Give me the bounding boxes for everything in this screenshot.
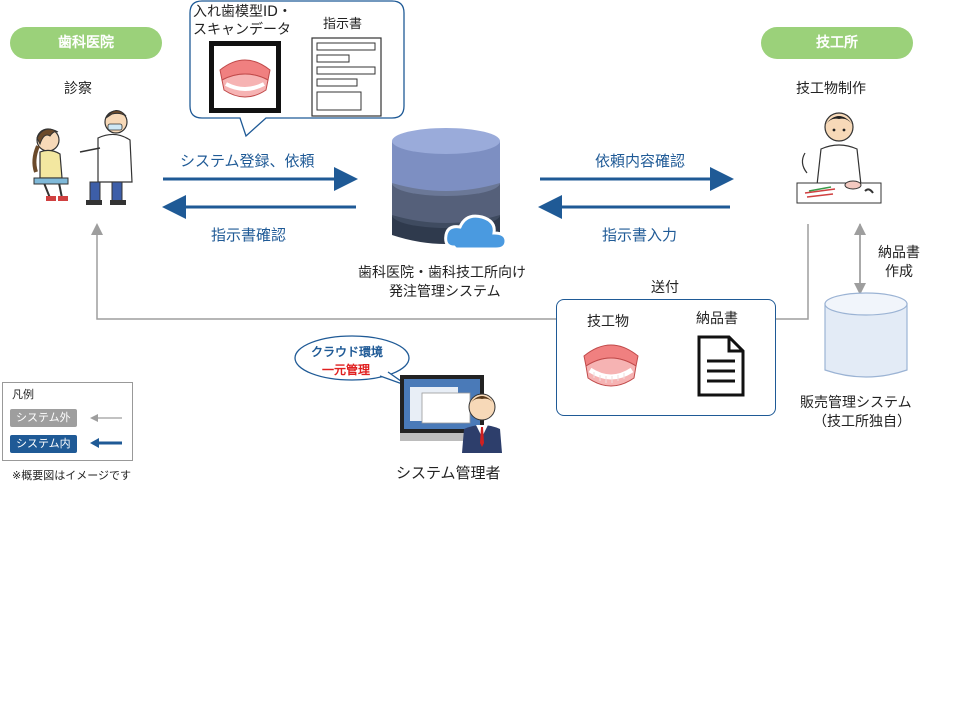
cloud-icon xyxy=(444,214,508,251)
sales-system-line2: （技工所独自） xyxy=(813,414,911,430)
cloud-callout-bubble xyxy=(294,335,410,387)
label-check-instruction: 指示書確認 xyxy=(211,226,287,244)
dentist-illustration xyxy=(32,110,133,205)
invoice-creation-line2: 作成 xyxy=(885,264,913,280)
legend-note: ※概要図はイメージです xyxy=(12,469,131,482)
cloud-env-label: クラウド環境 xyxy=(311,345,384,359)
database-icon xyxy=(392,128,508,251)
legend-outside-tag: システム外 xyxy=(10,409,77,427)
label-input-instruction: 指示書入力 xyxy=(602,226,678,244)
legend-inside-arrow xyxy=(90,438,122,448)
sales-database-icon xyxy=(824,292,908,378)
technician-illustration xyxy=(796,112,882,204)
invoice-label: 納品書 xyxy=(696,311,738,327)
invoice-creation-line1: 納品書 xyxy=(878,245,920,261)
clinic-pill: 歯科医院 xyxy=(10,27,162,59)
admin-illustration xyxy=(400,375,502,453)
invoice-doc-icon xyxy=(697,335,745,397)
center-system-line2: 発注管理システム xyxy=(389,284,501,300)
lab-pill: 技工所 xyxy=(761,27,913,59)
arrow-delivery-path xyxy=(91,223,809,320)
label-register-request: システム登録、依頼 xyxy=(180,152,315,170)
legend-outside-arrow xyxy=(90,414,122,422)
scan-data-label: 入れ歯模型ID・ スキャンデータ xyxy=(193,4,292,38)
instruction-doc-icon xyxy=(311,37,382,117)
instruction-doc-label: 指示書 xyxy=(323,17,363,32)
center-system-line1: 歯科医院・歯科技工所向け xyxy=(358,265,526,281)
send-label: 送付 xyxy=(651,280,679,296)
lab-activity: 技工物制作 xyxy=(796,81,866,97)
label-check-request: 依頼内容確認 xyxy=(595,152,686,170)
legend-title: 凡例 xyxy=(12,388,34,401)
dental-product-label: 技工物 xyxy=(587,314,629,330)
central-mgmt-label: 一元管理 xyxy=(322,363,371,377)
admin-label: システム管理者 xyxy=(396,464,501,482)
sales-system-line1: 販売管理システム xyxy=(800,395,912,411)
legend-inside-tag: システム内 xyxy=(10,435,77,453)
clinic-activity: 診察 xyxy=(64,81,92,97)
denture-icon xyxy=(583,344,639,387)
scan-data-icon xyxy=(209,41,281,113)
